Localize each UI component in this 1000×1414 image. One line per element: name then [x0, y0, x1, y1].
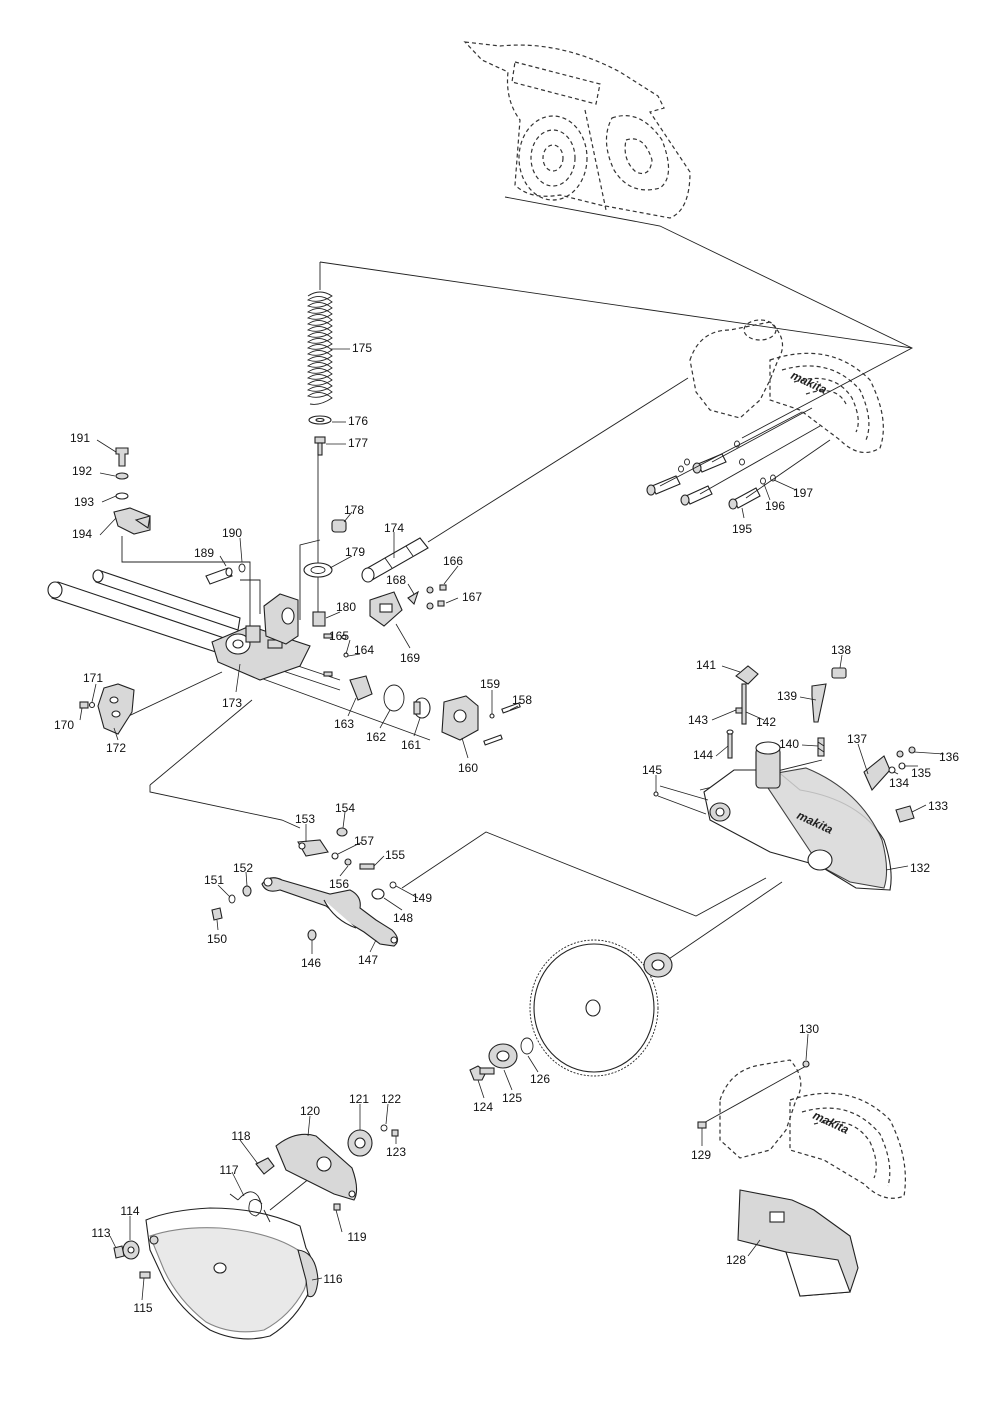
part-label-151: 151: [204, 873, 224, 887]
part-label-174: 174: [384, 521, 404, 535]
part-label-120: 120: [300, 1104, 320, 1118]
part-label-123: 123: [386, 1145, 406, 1159]
saw-blade-and-washers: [469, 939, 673, 1081]
motor-handle-assembly-phantom: [463, 41, 691, 219]
part-label-137: 137: [847, 732, 867, 746]
part-label-165: 165: [329, 629, 349, 643]
part-label-114: 114: [120, 1204, 139, 1218]
part-label-190: 190: [222, 526, 242, 540]
part-label-172: 172: [106, 741, 126, 755]
bolts-195-197: [646, 407, 831, 510]
part-label-157: 157: [354, 834, 374, 848]
part-label-143: 143: [688, 713, 708, 727]
saw-head-phantom-lower: makita: [719, 1059, 906, 1199]
part-label-193: 193: [74, 495, 94, 509]
part-label-122: 122: [381, 1092, 401, 1106]
parts-191-194: [113, 447, 151, 535]
part-label-113: 113: [91, 1226, 110, 1240]
part-label-147: 147: [358, 953, 378, 967]
part-label-124: 124: [473, 1100, 493, 1114]
part-label-192: 192: [72, 464, 92, 478]
part-label-164: 164: [354, 643, 374, 657]
holder-173: [211, 593, 311, 681]
part-label-128: 128: [726, 1253, 746, 1267]
part-label-117: 117: [219, 1163, 238, 1177]
part-label-197: 197: [793, 486, 813, 500]
part-label-170: 170: [54, 718, 74, 732]
parts-189-190: [205, 563, 246, 585]
part-label-177: 177: [348, 436, 368, 450]
part-label-140: 140: [779, 737, 799, 751]
part-label-152: 152: [233, 861, 253, 875]
part-label-125: 125: [502, 1091, 522, 1105]
linkage-146-157: [211, 827, 399, 947]
blade-guard-116-assembly: [113, 1124, 399, 1340]
part-label-121: 121: [349, 1092, 369, 1106]
part-label-136: 136: [939, 750, 959, 764]
part-label-191: 191: [70, 431, 90, 445]
part-label-189: 189: [194, 546, 214, 560]
part-label-175: 175: [352, 341, 372, 355]
part-label-159: 159: [480, 677, 500, 691]
part-label-116: 116: [323, 1272, 342, 1286]
part-label-148: 148: [393, 911, 413, 925]
bracket-172: [79, 683, 135, 735]
part-label-142: 142: [756, 715, 776, 729]
part-label-162: 162: [366, 730, 386, 744]
part-label-130: 130: [799, 1022, 819, 1036]
part-label-144: 144: [693, 748, 713, 762]
part-number-labels: 113 114 115 116 117 118 119 120 121 122 123 124 125 1…: [54, 341, 959, 1315]
part-label-196: 196: [765, 499, 785, 513]
part-label-119: 119: [347, 1230, 366, 1244]
part-label-153: 153: [295, 812, 315, 826]
spring-175: [306, 291, 333, 456]
part-label-126: 126: [530, 1072, 550, 1086]
part-label-138: 138: [831, 643, 851, 657]
part-label-195: 195: [732, 522, 752, 536]
dust-nozzle-128: [697, 1060, 859, 1297]
part-label-163: 163: [334, 717, 354, 731]
part-label-149: 149: [412, 891, 432, 905]
part-label-168: 168: [386, 573, 406, 587]
part-label-154: 154: [335, 801, 355, 815]
part-label-134: 134: [889, 776, 909, 790]
guard-132-assembly: makita: [653, 665, 916, 891]
part-label-169: 169: [400, 651, 420, 665]
part-label-178: 178: [344, 503, 364, 517]
part-label-166: 166: [443, 554, 463, 568]
part-label-155: 155: [385, 848, 405, 862]
parts-163-169: [323, 584, 521, 746]
part-label-167: 167: [462, 590, 482, 604]
part-label-160: 160: [458, 761, 478, 775]
assembly-lines: [119, 196, 913, 1211]
part-label-135: 135: [911, 766, 931, 780]
brand-logo-lower: makita: [811, 1108, 852, 1137]
part-label-180: 180: [336, 600, 356, 614]
part-label-171: 171: [83, 671, 103, 685]
part-label-194: 194: [72, 527, 92, 541]
part-label-150: 150: [207, 932, 227, 946]
part-label-129: 129: [691, 1148, 711, 1162]
part-label-118: 118: [231, 1129, 250, 1143]
part-label-141: 141: [696, 658, 716, 672]
part-label-176: 176: [348, 414, 368, 428]
part-label-158: 158: [512, 693, 532, 707]
part-label-156: 156: [329, 877, 349, 891]
part-label-173: 173: [222, 696, 242, 710]
part-label-146: 146: [301, 956, 321, 970]
part-label-115: 115: [133, 1301, 152, 1315]
part-label-133: 133: [928, 799, 948, 813]
leader-lines: [79, 348, 945, 1301]
part-label-132: 132: [910, 861, 930, 875]
shaft-174: [361, 537, 429, 583]
parts-178-180: [303, 519, 347, 627]
part-label-179: 179: [345, 545, 365, 559]
part-label-161: 161: [401, 738, 421, 752]
part-label-145: 145: [642, 763, 662, 777]
part-label-139: 139: [777, 689, 797, 703]
